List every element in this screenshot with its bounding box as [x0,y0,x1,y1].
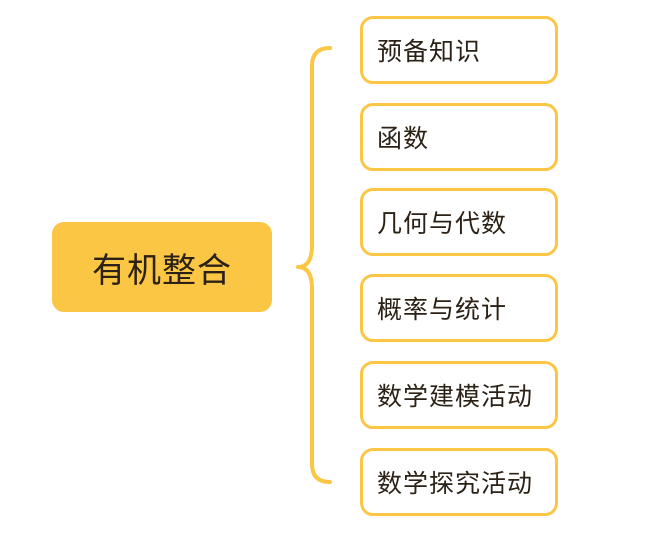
child-label: 预备知识 [377,37,482,66]
root-label: 有机整合 [92,250,232,291]
brace-path [296,46,332,484]
child-label: 几何与代数 [377,209,508,238]
curly-brace-connector [296,46,332,484]
child-node-math-modeling: 数学建模活动 [360,361,558,429]
child-label: 数学建模活动 [377,382,534,411]
child-label: 概率与统计 [377,295,508,324]
child-node-math-inquiry: 数学探究活动 [360,448,558,516]
root-node: 有机整合 [52,222,272,312]
child-label: 数学探究活动 [377,469,534,498]
child-node-functions: 函数 [360,103,558,171]
child-node-geometry-algebra: 几何与代数 [360,188,558,256]
child-node-preliminary-knowledge: 预备知识 [360,16,558,84]
child-label: 函数 [377,124,430,153]
child-node-probability-statistics: 概率与统计 [360,274,558,342]
